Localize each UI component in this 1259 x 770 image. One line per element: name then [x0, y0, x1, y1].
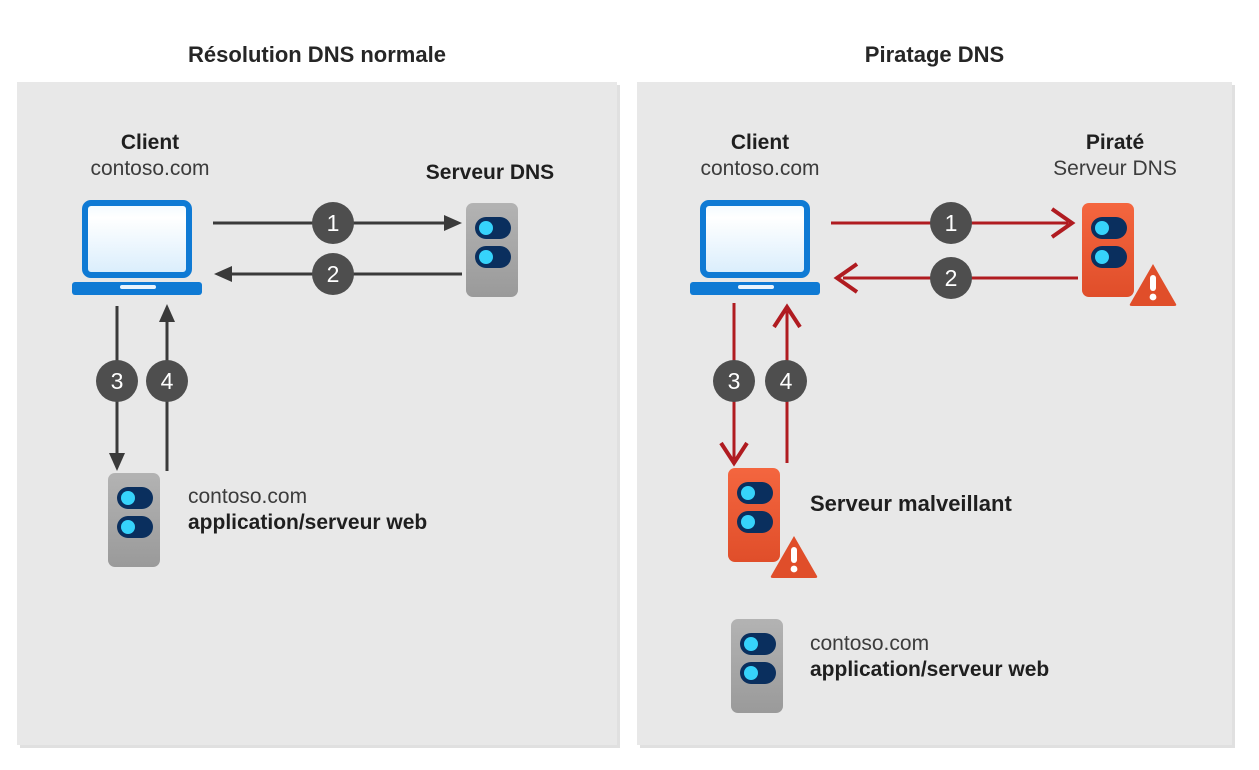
server-led-2: [479, 250, 493, 264]
server-bay-2: [475, 246, 511, 268]
server-led-2: [1095, 250, 1109, 264]
left-web-server-role: application/serveur web: [188, 511, 428, 535]
left-step-badge-1: 1: [312, 202, 354, 244]
right-client-laptop-icon: [690, 200, 820, 298]
left-dns-server-title: Serveur DNS: [425, 161, 555, 184]
left-client-laptop-icon: [72, 200, 202, 298]
server-led-1: [479, 221, 493, 235]
right-dns-server-label: Piraté Serveur DNS: [1025, 130, 1205, 181]
server-bay-2: [1091, 246, 1127, 268]
right-web-server-label: contoso.com application/serveur web: [810, 631, 1049, 683]
left-web-server-icon: [108, 473, 160, 567]
server-bay-1: [117, 487, 153, 509]
right-step-badge-2: 2: [930, 257, 972, 299]
right-dns-server-title: Piraté: [1085, 131, 1145, 154]
server-led-1: [741, 486, 755, 500]
right-step-badge-1: 1: [930, 202, 972, 244]
left-client-domain: contoso.com: [90, 156, 210, 180]
right-client-domain: contoso.com: [700, 156, 820, 180]
laptop-notch: [738, 285, 774, 289]
server-bay-1: [740, 633, 776, 655]
right-step-badge-3: 3: [713, 360, 755, 402]
server-bay-2: [740, 662, 776, 684]
server-led-1: [1095, 221, 1109, 235]
server-bay-2: [737, 511, 773, 533]
laptop-screen: [82, 200, 192, 278]
right-client-title: Client: [730, 131, 790, 154]
right-web-server-domain: contoso.com: [810, 632, 930, 655]
left-dns-server-icon: [466, 203, 518, 297]
server-led-2: [741, 515, 755, 529]
right-client-label: Client contoso.com: [670, 130, 850, 181]
left-panel-title: Résolution DNS normale: [188, 42, 446, 67]
server-led-1: [121, 491, 135, 505]
left-client-label: Client contoso.com: [60, 130, 240, 181]
right-rogue-server-title: Serveur malveillant: [810, 491, 1012, 516]
right-step-badge-4: 4: [765, 360, 807, 402]
left-web-server-label: contoso.com application/serveur web: [188, 484, 427, 536]
right-rogue-server-icon: [728, 468, 780, 562]
right-dns-server-subtitle: Serveur DNS: [1053, 156, 1177, 180]
left-web-server-domain: contoso.com: [188, 485, 308, 508]
laptop-screen: [700, 200, 810, 278]
server-bay-1: [1091, 217, 1127, 239]
server-led-2: [744, 666, 758, 680]
right-rogue-server-label: Serveur malveillant: [810, 490, 1012, 517]
left-dns-server-label: Serveur DNS: [400, 160, 580, 186]
laptop-notch: [120, 285, 156, 289]
right-web-server-icon: [731, 619, 783, 713]
server-bay-1: [475, 217, 511, 239]
server-led-2: [121, 520, 135, 534]
server-bay-1: [737, 482, 773, 504]
left-step-badge-3: 3: [96, 360, 138, 402]
right-web-server-role: application/serveur web: [810, 658, 1050, 682]
server-bay-2: [117, 516, 153, 538]
left-client-title: Client: [120, 131, 180, 154]
left-step-badge-4: 4: [146, 360, 188, 402]
right-hacked-dns-server-icon: [1082, 203, 1134, 297]
server-led-1: [744, 637, 758, 651]
right-panel-title: Piratage DNS: [864, 42, 1005, 67]
left-step-badge-2: 2: [312, 253, 354, 295]
